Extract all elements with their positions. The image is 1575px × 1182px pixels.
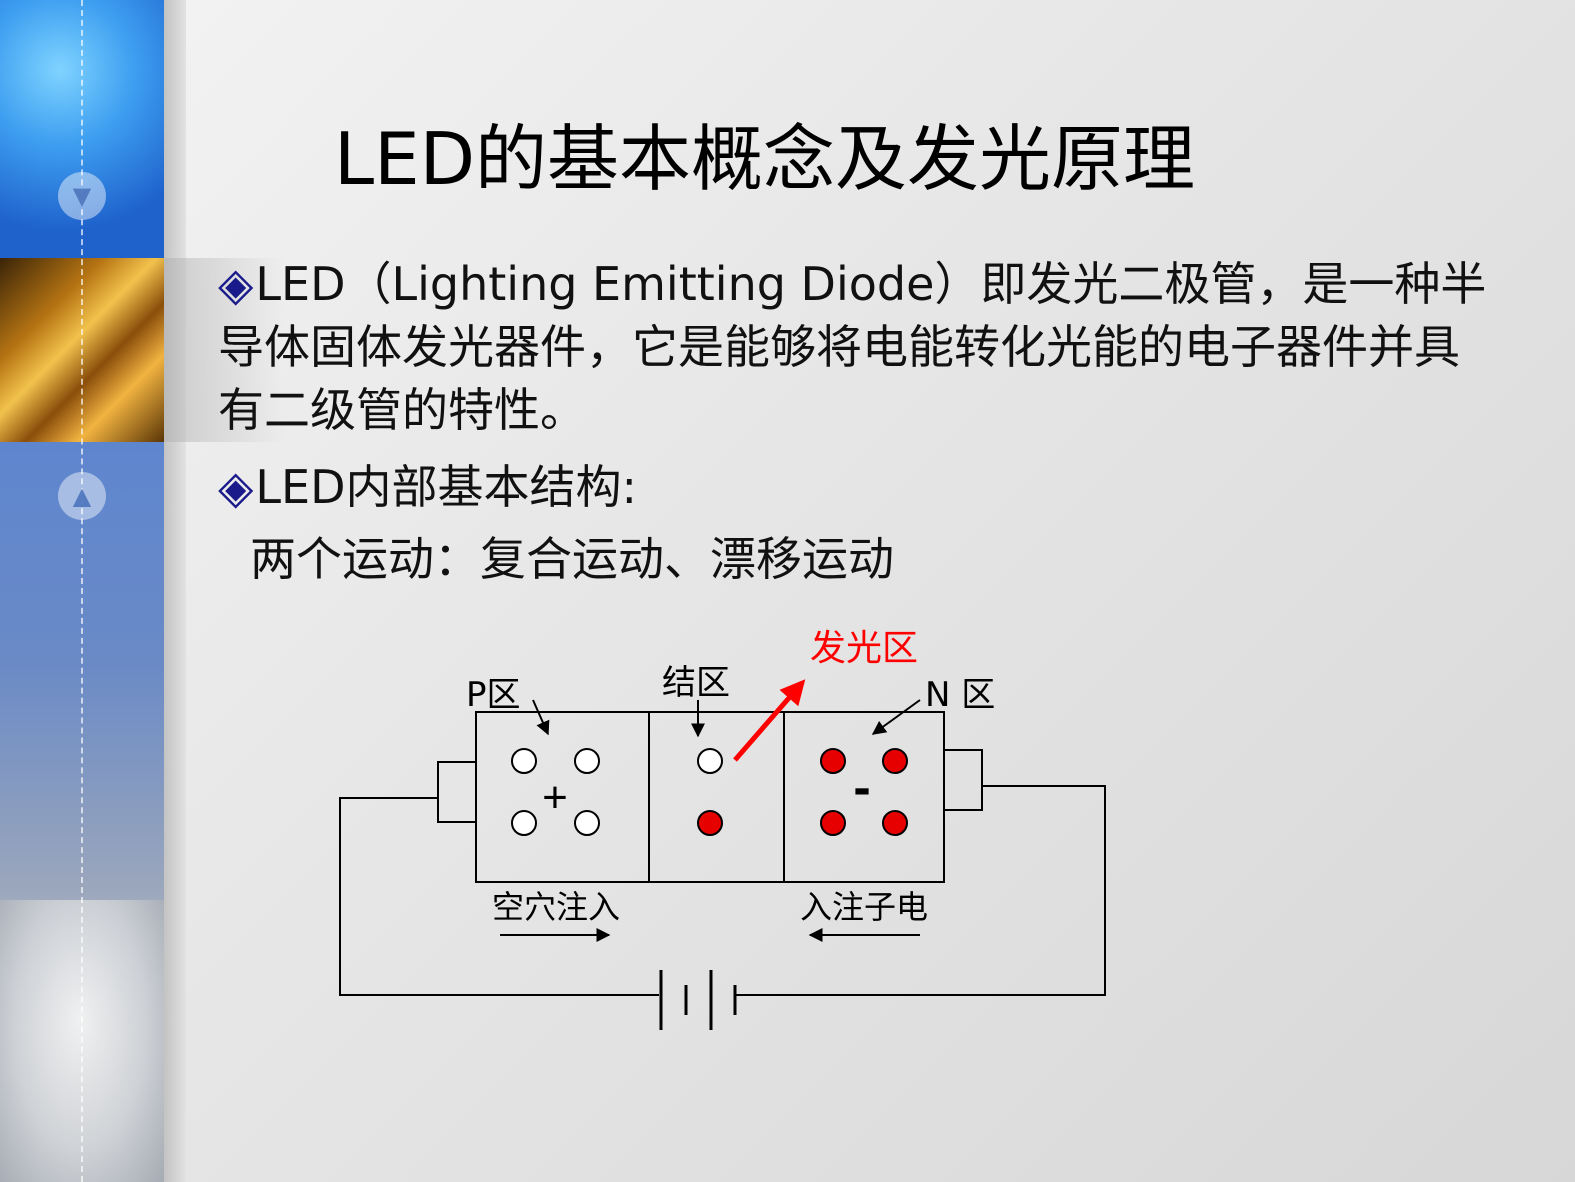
- page-title: LED的基本概念及发光原理: [334, 117, 1196, 201]
- circuit-wire-left: [339, 797, 659, 996]
- electron-dot: [820, 748, 846, 774]
- circuit-wire-right: [735, 785, 1106, 996]
- hole-dot: [511, 748, 537, 774]
- hole-injection-label: 空穴注入: [492, 888, 620, 926]
- electron-dots: [697, 748, 908, 836]
- junction-region-box: [648, 711, 785, 883]
- minus-sign: -: [853, 759, 870, 817]
- plus-sign: +: [542, 773, 568, 822]
- diamond-bullet-icon: ◈: [218, 460, 254, 514]
- left-electrode: [437, 761, 477, 823]
- electron-injection-label: 入注子电: [800, 888, 928, 926]
- hole-dot: [574, 748, 600, 774]
- diamond-bullet-icon: ◈: [218, 257, 254, 311]
- structure-heading-text: LED内部基本结构:: [255, 460, 638, 514]
- p-region-label: P区: [466, 675, 521, 715]
- hole-dots: [511, 748, 723, 836]
- electron-dot: [882, 748, 908, 774]
- hole-dot: [574, 810, 600, 836]
- junction-label: 结区: [662, 663, 730, 703]
- definition-text: LED（Lighting Emitting Diode）即发光二极管，是一种半导…: [218, 257, 1487, 437]
- n-region-box: [783, 711, 945, 883]
- dashed-guide-line: [81, 0, 83, 1182]
- definition-paragraph: ◈LED（Lighting Emitting Diode）即发光二极管，是一种半…: [218, 253, 1488, 442]
- emission-arrow: [733, 679, 806, 762]
- emission-zone-label: 发光区: [810, 628, 918, 669]
- motions-text: 两个运动：复合运动、漂移运动: [250, 532, 894, 586]
- gray-shadow: [164, 258, 284, 442]
- hole-dot: [697, 748, 723, 774]
- battery-icon: [659, 970, 737, 1030]
- electron-dot: [882, 810, 908, 836]
- n-region-pointer-arrow: [871, 699, 921, 735]
- right-electrode: [943, 749, 983, 811]
- electron-dot: [820, 810, 846, 836]
- hole-dot: [511, 810, 537, 836]
- p-region-pointer-arrow: [532, 699, 550, 736]
- n-region-label: N 区: [925, 675, 995, 715]
- structure-heading: ◈LED内部基本结构:: [218, 456, 1488, 519]
- nav-down-icon[interactable]: ▼: [58, 172, 106, 220]
- left-decorative-strip: ▼ ▲: [0, 0, 164, 1182]
- nav-up-icon[interactable]: ▲: [58, 472, 106, 520]
- electron-dot: [697, 810, 723, 836]
